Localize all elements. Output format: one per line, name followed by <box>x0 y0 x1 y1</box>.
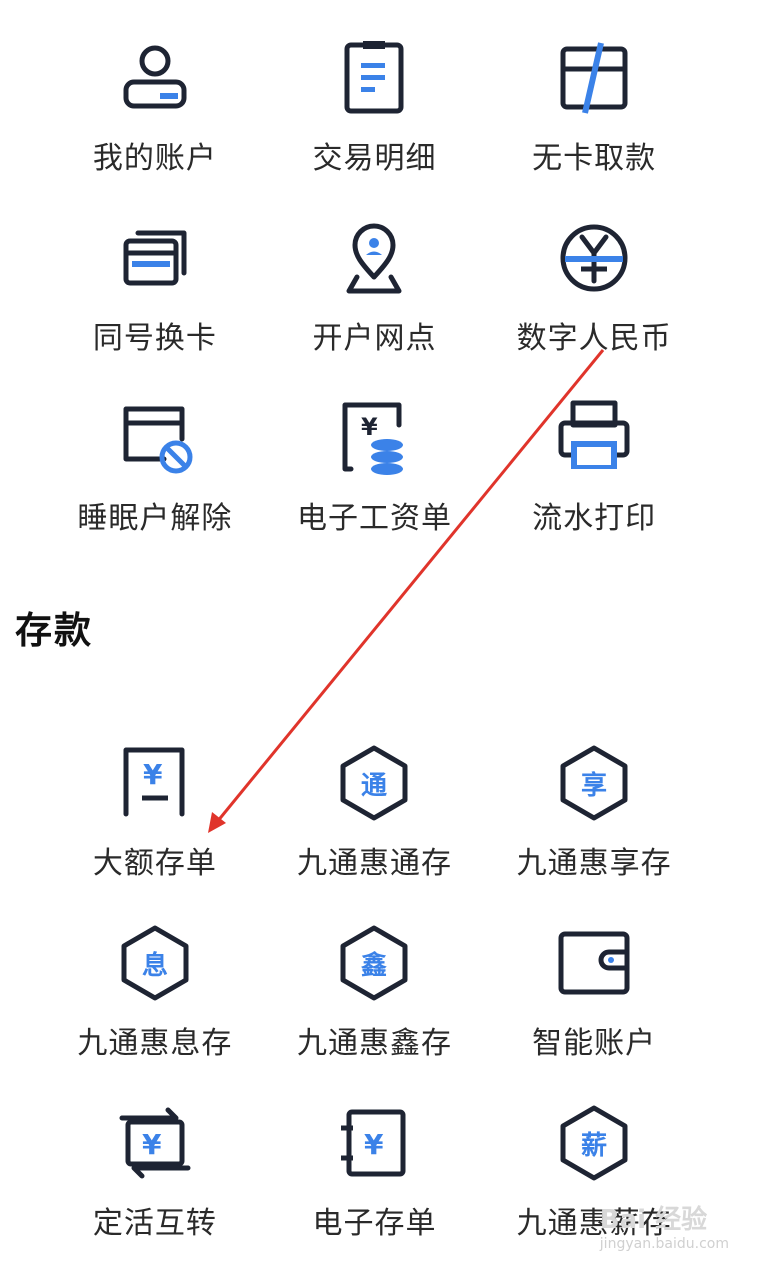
svg-text:享: 享 <box>581 770 607 801</box>
svg-text:¥: ¥ <box>361 413 378 441</box>
payslip-coins-icon: ¥ <box>331 395 417 481</box>
tile-label: 同号换卡 <box>92 321 217 356</box>
tile-my-account[interactable]: 我的账户 <box>45 33 265 213</box>
tile-label: 电子工资单 <box>296 501 452 536</box>
yuan-notebook-icon: ¥ <box>331 1100 417 1186</box>
tile-label: 睡眠户解除 <box>77 501 233 536</box>
tile-label: 智能账户 <box>532 1026 657 1061</box>
tile-e-deposit-slip[interactable]: ¥ 电子存单 <box>265 1098 485 1278</box>
tile-digital-rmb[interactable]: 数字人民币 <box>484 213 704 393</box>
deposits-grid: ¥大额存单通九通惠通存享九通惠享存息九通惠息存鑫九通惠鑫存智能账户¥定活互转¥电… <box>0 738 759 1278</box>
tile-smart-account[interactable]: 智能账户 <box>484 918 704 1098</box>
svg-text:通: 通 <box>361 771 387 801</box>
yuan-document-icon: ¥ <box>112 740 198 826</box>
hexagon-xin-icon: 鑫 <box>331 920 417 1006</box>
tile-large-cd[interactable]: ¥ 大额存单 <box>45 738 265 918</box>
tile-cardless-withdrawal[interactable]: 无卡取款 <box>484 33 704 213</box>
tile-label: 九通惠通存 <box>296 846 452 881</box>
svg-text:¥: ¥ <box>143 758 163 791</box>
tile-fixed-current-transfer[interactable]: ¥ 定活互转 <box>45 1098 265 1278</box>
card-slash-icon <box>551 35 637 121</box>
tile-label: 数字人民币 <box>516 321 672 356</box>
tile-label: 大额存单 <box>92 846 217 881</box>
tile-label: 电子存单 <box>312 1206 437 1241</box>
svg-text:¥: ¥ <box>364 1128 384 1161</box>
tile-transaction-details[interactable]: 交易明细 <box>265 33 485 213</box>
clipboard-list-icon <box>331 35 417 121</box>
svg-text:息: 息 <box>142 950 168 981</box>
svg-text:薪: 薪 <box>581 1131 607 1161</box>
hexagon-xi-icon: 息 <box>112 920 198 1006</box>
tile-label: 我的账户 <box>92 141 217 176</box>
tile-jth-tong[interactable]: 通九通惠通存 <box>265 738 485 918</box>
location-pin-icon <box>331 215 417 301</box>
hexagon-salary-icon: 薪 <box>551 1100 637 1186</box>
watermark: Bai 经验 jingyan.baidu.com <box>599 1205 729 1252</box>
wallet-icon <box>551 920 637 1006</box>
tile-jth-xi[interactable]: 息九通惠息存 <box>45 918 265 1098</box>
tile-label: 九通惠鑫存 <box>296 1026 452 1061</box>
tile-label: 九通惠享存 <box>516 846 672 881</box>
tile-label: 交易明细 <box>312 141 437 176</box>
hexagon-xiang-icon: 享 <box>551 740 637 826</box>
svg-text:鑫: 鑫 <box>361 950 387 981</box>
tile-label: 九通惠薪存 <box>516 1206 672 1241</box>
tile-jth-xiang[interactable]: 享九通惠享存 <box>484 738 704 918</box>
tile-statement-print[interactable]: 流水打印 <box>484 393 704 573</box>
tile-label: 流水打印 <box>532 501 657 536</box>
tile-card-replacement[interactable]: 同号换卡 <box>45 213 265 393</box>
tile-label: 无卡取款 <box>532 141 657 176</box>
section-title-deposit: 存款 <box>15 609 93 652</box>
yuan-exchange-icon: ¥ <box>112 1100 198 1186</box>
yuan-circle-icon <box>551 215 637 301</box>
svg-text:¥: ¥ <box>142 1128 162 1161</box>
services-grid: 我的账户 交易明细 无卡取款同号换卡 开户网点 数字人民币睡眠户解除 ¥ 电子工资单 流水打印 <box>0 33 759 573</box>
user-card-icon <box>112 35 198 121</box>
tile-label: 定活互转 <box>92 1206 217 1241</box>
printer-icon <box>551 395 637 481</box>
tile-dormant-release[interactable]: 睡眠户解除 <box>45 393 265 573</box>
hexagon-tong-icon: 通 <box>331 740 417 826</box>
tile-jth-xin[interactable]: 鑫九通惠鑫存 <box>265 918 485 1098</box>
tile-label: 九通惠息存 <box>77 1026 233 1061</box>
tile-account-branch[interactable]: 开户网点 <box>265 213 485 393</box>
tile-jth-xin-salary[interactable]: 薪九通惠薪存 <box>484 1098 704 1278</box>
tile-label: 开户网点 <box>312 321 437 356</box>
tile-e-payslip[interactable]: ¥ 电子工资单 <box>265 393 485 573</box>
card-blocked-icon <box>112 395 198 481</box>
stacked-cards-icon <box>112 215 198 301</box>
